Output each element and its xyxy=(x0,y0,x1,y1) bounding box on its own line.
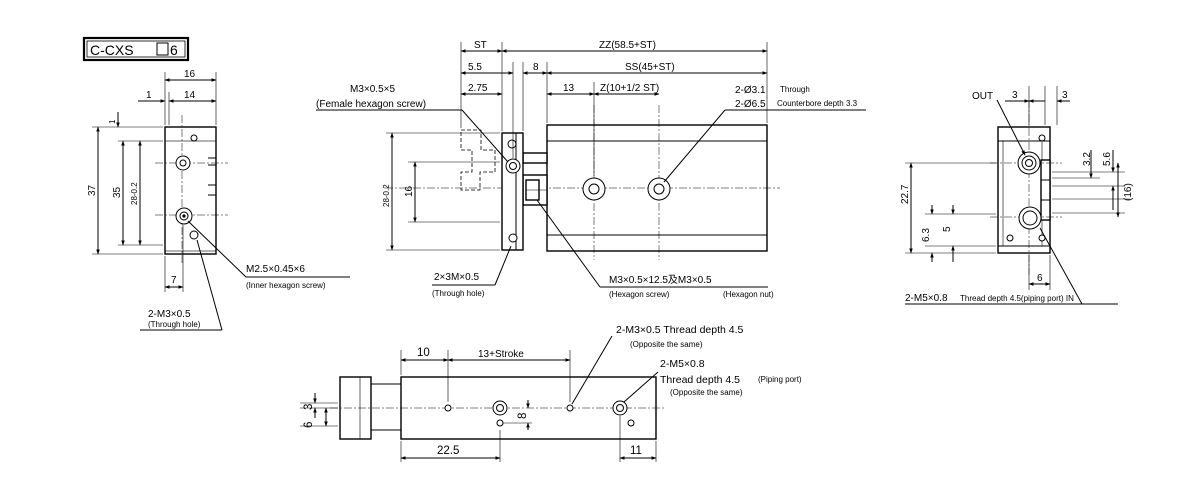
callout-screw: M2.5×0.45×6 xyxy=(246,264,305,275)
dim-ss: SS(45+ST) xyxy=(625,62,675,73)
callout-hex-screw: (Hexagon screw) xyxy=(609,290,670,299)
model-prefix: C-CXS xyxy=(90,42,134,58)
dim-5-6: 5.6 xyxy=(1102,152,1113,166)
dim-13: 13 xyxy=(563,83,575,94)
dim-6b: 6 xyxy=(303,422,315,428)
callout-thread: 2-M3×0.5 Thread depth 4.5 xyxy=(616,324,744,336)
dim-st: ST xyxy=(474,40,487,51)
end-view: OUT 3 3 3.2 5.6 (16) 22.7 6.3 5 xyxy=(900,86,1134,305)
dim-8: 8 xyxy=(533,62,539,73)
callout-tm: 2×3M×0.5 xyxy=(434,272,479,283)
callout-hex-nut: (Hexagon nut) xyxy=(723,290,774,299)
dim-bottom: 7 xyxy=(171,275,177,286)
callout-through-note: Through xyxy=(780,85,810,94)
dim-16-ref: (16) xyxy=(1123,183,1134,201)
dim-8b: 8 xyxy=(517,413,529,419)
dim-h16: 16 xyxy=(404,185,415,197)
dim-5: 5 xyxy=(942,226,953,232)
dim-zz: ZZ(58.5+ST) xyxy=(599,40,656,51)
callout-counter-note: Counterbore depth 3.3 xyxy=(777,99,858,108)
dim-h-tol: 28-0.2 xyxy=(382,184,391,207)
callout-thread-note: (Opposite the same) xyxy=(630,340,703,349)
model-suffix: 6 xyxy=(170,42,178,58)
side-view: 16 1 14 37 35 28-0.2 1 7 M2.5×0.45×6 (In… xyxy=(87,69,350,331)
dim-2-75: 2.75 xyxy=(468,83,488,94)
callout-hex: M3×0.5×12.5及M3×0.5 xyxy=(609,274,712,286)
dim-5-5: 5.5 xyxy=(468,62,482,73)
dim-6-3: 6.3 xyxy=(921,228,932,242)
dim-3a: 3 xyxy=(1012,90,1018,101)
dim-22-7: 22.7 xyxy=(900,184,911,204)
callout-port-depth: Thread depth 4.5 xyxy=(660,374,740,386)
dim-edge: 1 xyxy=(146,90,152,101)
dim-3: 3 xyxy=(303,404,315,410)
dim-6: 6 xyxy=(1037,273,1043,284)
front-view: ST ZZ(58.5+ST) 5.5 8 SS(45+ST) 2.75 13 Z… xyxy=(316,40,866,299)
model-box-symbol xyxy=(156,42,169,56)
callout-female: M3×0.5×5 xyxy=(350,84,395,95)
dim-3-2: 3.2 xyxy=(1082,152,1093,166)
callout-tm-note: (Through hole) xyxy=(432,289,485,298)
dim-tol: 28-0.2 xyxy=(130,182,139,205)
dim-3b: 3 xyxy=(1062,90,1068,101)
dim-inner: 14 xyxy=(184,90,196,101)
label-out: OUT xyxy=(972,91,993,102)
callout-port-note: Thread depth 4.5(piping port) IN xyxy=(960,294,1074,303)
callout-hole: 2-M3×0.5 xyxy=(148,309,191,320)
callout-through: 2-Ø3.1 xyxy=(735,85,766,96)
dim-z: Z(10+1/2 ST) xyxy=(600,83,659,94)
callout-port-note-b: (Opposite the same) xyxy=(670,388,743,397)
dim-height: 37 xyxy=(87,184,98,196)
callout-female-note: (Female hexagon screw) xyxy=(316,99,426,110)
dim-10: 10 xyxy=(417,347,430,359)
dim-22-5: 22.5 xyxy=(437,445,459,457)
callout-hole-note: (Through hole) xyxy=(148,320,201,329)
callout-screw-note: (Inner hexagon screw) xyxy=(246,281,326,290)
callout-port-kind: (Piping port) xyxy=(758,375,802,384)
callout-port-b: 2-M5×0.8 xyxy=(660,358,705,370)
dim-11: 11 xyxy=(630,445,642,457)
model-label: C-CXS 6 xyxy=(82,36,190,62)
callout-counter: 2-Ø6.5 xyxy=(735,99,766,110)
dim-width: 16 xyxy=(184,69,196,80)
dim-top-small: 1 xyxy=(108,119,117,124)
dim-h2: 35 xyxy=(112,186,123,198)
dim-stroke: 13+Stroke xyxy=(478,349,524,360)
callout-port: 2-M5×0.8 xyxy=(905,293,948,304)
bottom-view: 10 13+Stroke 3 6 8 22.5 11 2-M3×0.5 Thre… xyxy=(300,324,802,462)
